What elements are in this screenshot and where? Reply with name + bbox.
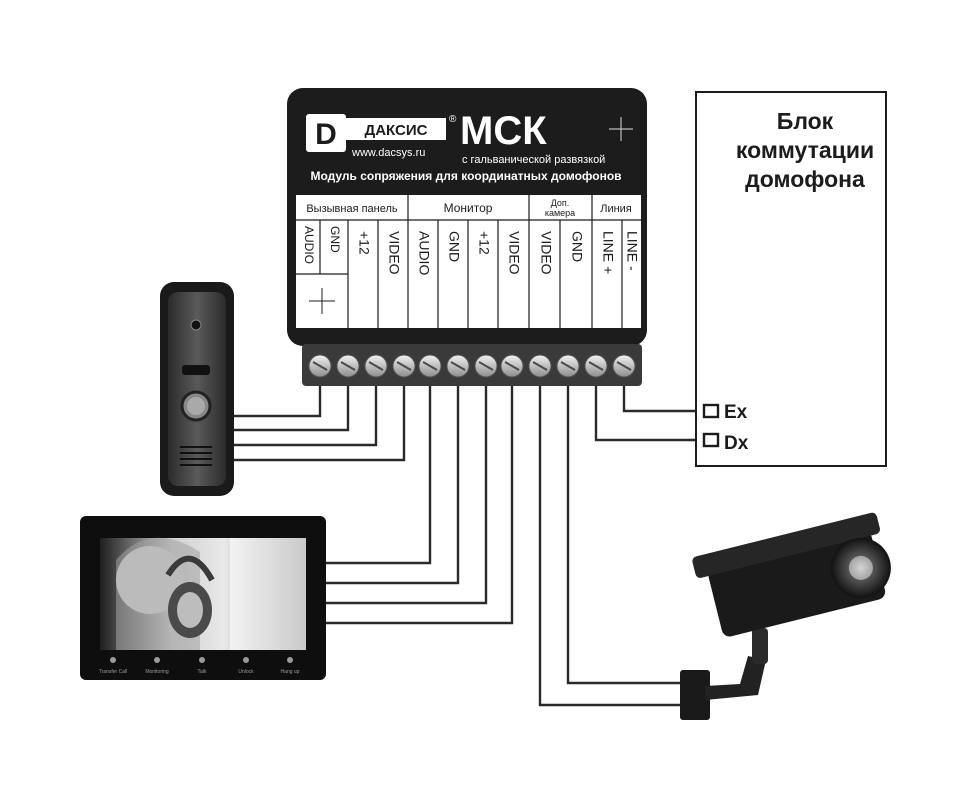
commutation-title-line-3: домофона: [745, 166, 865, 192]
wire-monitor-video: [322, 378, 514, 625]
camera-sunshield: [692, 512, 880, 578]
svg-text:®: ®: [449, 114, 457, 125]
wires: [228, 378, 704, 707]
monitor-button-icon-1[interactable]: [110, 657, 116, 663]
commutation-block-frame: [695, 91, 887, 467]
group-monitor: Монитор: [444, 201, 493, 215]
screw-slot-8: [504, 361, 520, 371]
terminal-ex-icon: [702, 403, 720, 419]
screw-slot-4: [396, 361, 412, 371]
screw-slot-2: [340, 361, 356, 371]
screw-slot-9: [532, 361, 548, 371]
screw-slot-1: [312, 361, 328, 371]
wire-line-plus: [594, 378, 704, 442]
terminal-ex-label: Ex: [724, 402, 748, 423]
wire-monitor-audio: [322, 378, 432, 565]
terminal-label-9: VIDEO: [538, 231, 554, 275]
call-panel-device: [160, 282, 234, 496]
svg-text:D: D: [315, 118, 337, 151]
monitor-button-label-3: Talk: [198, 669, 207, 675]
call-panel-indicator: [182, 365, 210, 375]
monitor-button-label-4: Unlock: [238, 669, 254, 675]
commutation-title-line-2: коммутации: [736, 137, 874, 163]
terminal-label-12: LINE -: [624, 231, 640, 271]
terminal-screws: [308, 354, 636, 378]
screw-slot-12: [616, 361, 632, 371]
wire-line-minus: [622, 378, 704, 413]
camera-bracket: [705, 656, 766, 700]
screw-slot-6: [450, 361, 466, 371]
terminal-label-8: VIDEO: [506, 231, 522, 275]
model-name: МСК: [460, 109, 547, 153]
group-extra-camera: Доп.камера: [545, 198, 575, 218]
terminal-strip: [302, 344, 642, 386]
wire-panel-gnd: [228, 378, 350, 432]
screw-slot-3: [368, 361, 384, 371]
terminal-label-10: GND: [569, 231, 585, 262]
msk-module: D ДАКСИС ® www.dacsys.ru МСК с гальванич…: [287, 88, 647, 386]
monitor-screen-image: [116, 537, 306, 650]
monitor-button-icon-2[interactable]: [154, 657, 160, 663]
speaker-grille-icon: [180, 446, 212, 466]
model-subtitle: с гальванической развязкой: [462, 154, 605, 166]
camera-device: [680, 512, 891, 720]
monitor-button-label-5: Hang up: [281, 669, 300, 675]
wire-panel-plus12: [228, 378, 378, 447]
terminal-label-2: GND: [328, 226, 342, 253]
call-panel-camera-icon: [190, 319, 202, 331]
terminal-label-11: LINE +: [600, 231, 616, 274]
terminal-label-6: GND: [446, 231, 462, 262]
camera-body: [692, 512, 891, 637]
screw-slot-5: [422, 361, 438, 371]
terminal-dx-label: Dx: [724, 433, 749, 454]
panel-crosshair-icon: [309, 288, 335, 314]
group-line: Линия: [600, 203, 632, 215]
terminal-label-1: AUDIO: [302, 226, 316, 264]
monitor-button-label-2: Monitoring: [145, 669, 169, 675]
terminal-dx-icon: [702, 432, 720, 448]
brand-logo: D ДАКСИС ®: [306, 114, 457, 152]
wire-monitor-gnd: [322, 378, 460, 585]
commutation-block: Блок коммутации домофона Ex Dx: [695, 91, 887, 467]
call-panel-face: [168, 292, 226, 486]
screw-slot-10: [560, 361, 576, 371]
website-url: www.dacsys.ru: [351, 147, 425, 159]
camera-mount-plate: [680, 670, 710, 720]
screw-slot-11: [588, 361, 604, 371]
terminal-label-5: AUDIO: [416, 231, 432, 275]
monitor-button-icon-5[interactable]: [287, 657, 293, 663]
terminal-labels: AUDIO GND +12 VIDEO AUDIO GND +12 VIDEO VIDEO GND…: [302, 226, 640, 275]
brand-name: ДАКСИС: [365, 122, 428, 139]
crosshair-icon: [609, 117, 633, 141]
monitor-button-label-1: Transfer Call: [99, 669, 127, 675]
wire-panel-video: [228, 378, 406, 462]
wire-camera-video: [538, 378, 680, 707]
terminal-label-7: +12: [476, 231, 492, 255]
module-description: Модуль сопряжения для координатных домоф…: [310, 169, 621, 183]
commutation-title-line-1: Блок: [777, 108, 834, 134]
wire-panel-audio: [228, 378, 322, 418]
monitor-button-icon-3[interactable]: [199, 657, 205, 663]
monitor-button-icon-4[interactable]: [243, 657, 249, 663]
group-call-panel: Вызывная панель: [306, 203, 398, 215]
monitor-buttons: Transfer Call Monitoring Talk Unlock Hang up: [99, 657, 300, 675]
terminal-label-3: +12: [356, 231, 372, 255]
screw-slot-7: [478, 361, 494, 371]
terminal-label-4: VIDEO: [386, 231, 402, 275]
wire-monitor-plus12: [322, 378, 488, 605]
monitor-device: Transfer Call Monitoring Talk Unlock Hang up: [80, 516, 326, 680]
wire-camera-gnd: [566, 378, 680, 685]
